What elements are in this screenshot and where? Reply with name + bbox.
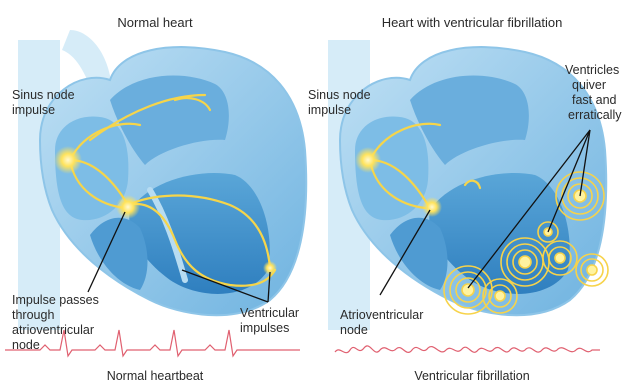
right-quiver-label-1: Ventricles (565, 63, 619, 77)
right-caption: Ventricular fibrillation (414, 369, 529, 383)
left-ventricular-label-2: impulses (240, 321, 289, 335)
right-quiver-label-2: quiver (572, 78, 606, 92)
left-av-label-4: node (12, 338, 40, 352)
left-av-label-2: through (12, 308, 54, 322)
av-node-glow-right (422, 197, 442, 217)
right-ventricle (90, 218, 148, 290)
left-av-label-3: atrioventricular (12, 323, 94, 337)
impulse-ring-5 (576, 254, 608, 286)
fibrillating-heart (328, 40, 608, 353)
right-sinus-label-1: Sinus node (308, 88, 371, 102)
right-av-label-1: Atrioventricular (340, 308, 423, 322)
left-sinus-label-1: Sinus node (12, 88, 75, 102)
right-av-label-2: node (340, 323, 368, 337)
right-quiver-label-4: erratically (568, 108, 622, 122)
fibrillation-ecg-trace (335, 346, 600, 353)
left-title: Normal heart (117, 15, 193, 30)
sinus-node-glow-right (355, 147, 381, 173)
av-node-glow (116, 195, 140, 219)
left-sinus-label-2: impulse (12, 103, 55, 117)
right-sinus-label-2: impulse (308, 103, 351, 117)
right-quiver-label-3: fast and (572, 93, 617, 107)
left-ventricular-label-1: Ventricular (240, 306, 299, 320)
left-av-label-1: Impulse passes (12, 293, 99, 307)
sinus-node-glow (54, 146, 82, 174)
left-caption: Normal heartbeat (107, 369, 204, 383)
right-title: Heart with ventricular fibrillation (382, 15, 563, 30)
